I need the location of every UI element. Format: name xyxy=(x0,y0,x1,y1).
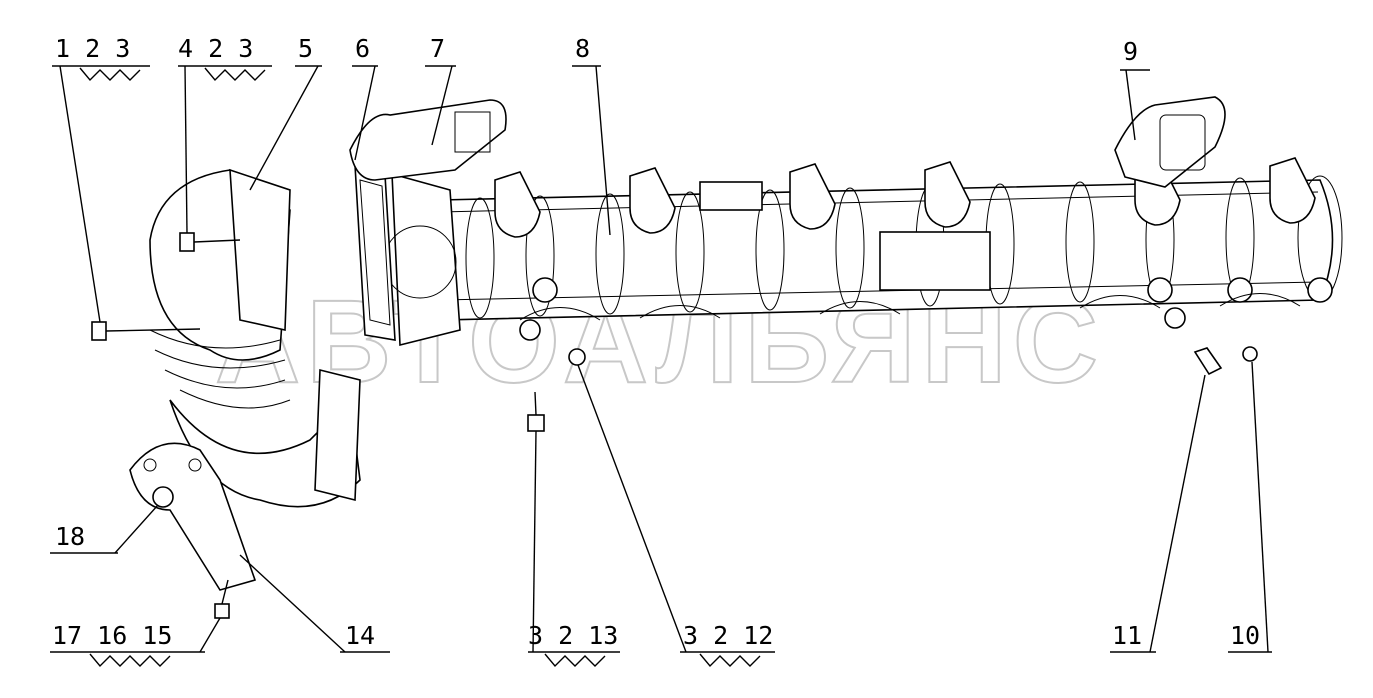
callout-4-2-3: 4 2 3 xyxy=(178,34,253,63)
callout-8: 8 xyxy=(575,34,590,63)
callout-6: 6 xyxy=(355,34,370,63)
callout-11: 11 xyxy=(1112,621,1142,650)
callout-3-2-12: 3 2 12 xyxy=(683,621,773,650)
callout-3-2-13: 3 2 13 xyxy=(528,621,618,650)
bracket xyxy=(129,442,257,591)
gasket-top xyxy=(349,99,507,181)
callout-5: 5 xyxy=(298,34,313,63)
callout-14: 14 xyxy=(345,621,375,650)
elbow-pipe xyxy=(149,168,361,508)
gasket-right xyxy=(1114,96,1226,188)
exhaust-manifold xyxy=(383,157,1343,347)
leader-lines xyxy=(50,65,1272,668)
callout-labels: 1 2 3 4 2 3 5 6 7 8 9 18 14 17 16 15 3 2… xyxy=(52,34,1260,650)
callout-1-2-3: 1 2 3 xyxy=(55,34,130,63)
bolts xyxy=(91,232,1258,619)
callout-18: 18 xyxy=(55,522,85,551)
callout-7: 7 xyxy=(430,34,445,63)
callout-17-16-15: 17 16 15 xyxy=(52,621,172,650)
callout-10: 10 xyxy=(1230,621,1260,650)
callout-9: 9 xyxy=(1123,37,1138,66)
